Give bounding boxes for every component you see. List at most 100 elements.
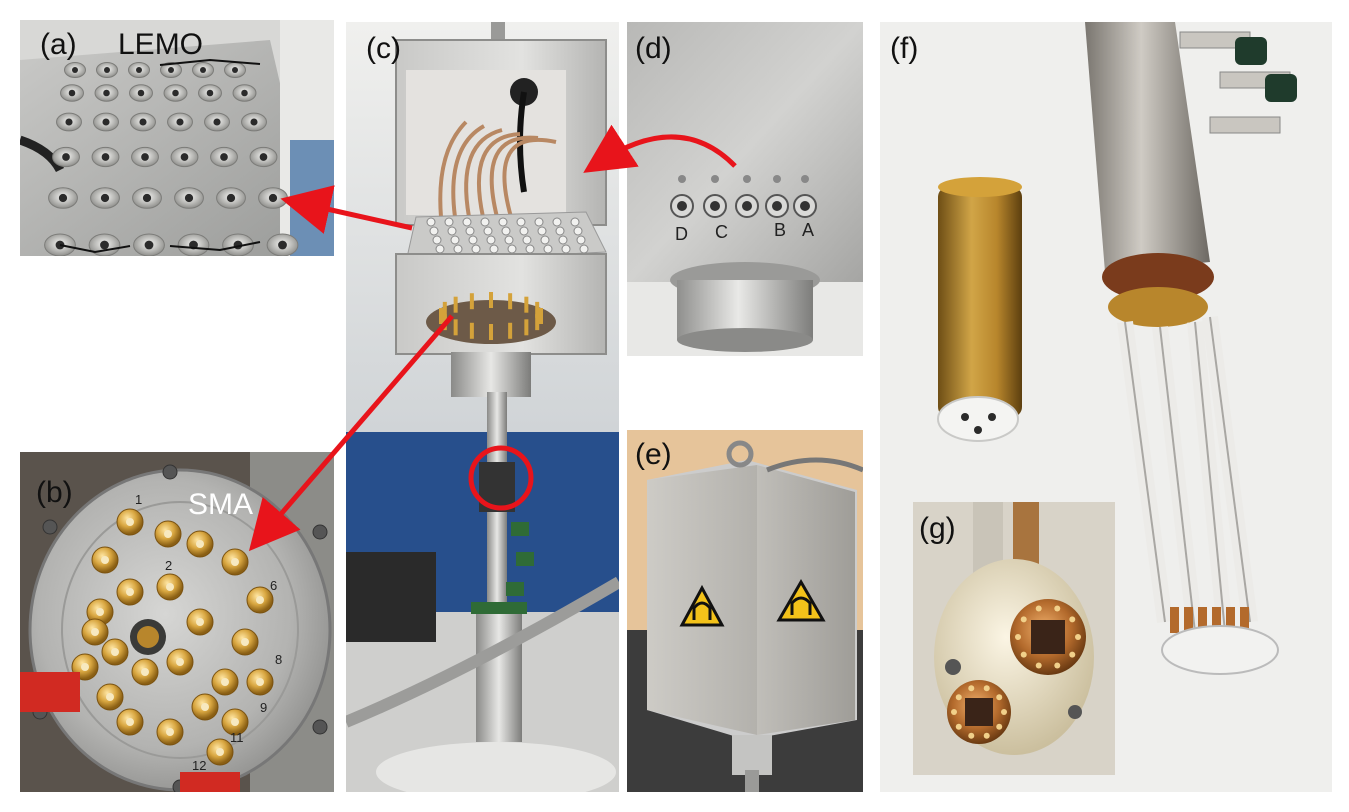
sma-pin: [126, 588, 134, 596]
lemo-pin: [168, 67, 174, 73]
lemo-connector-small: [447, 226, 457, 236]
lemo-connector-small: [435, 244, 445, 254]
sma-connector-small: [535, 301, 540, 318]
holder-pin: [1015, 634, 1021, 640]
holder-pin: [951, 709, 957, 715]
lemo-connector-small: [558, 235, 568, 245]
lemo-connector-small: [429, 226, 439, 236]
gas-line-fitting: [1209, 116, 1281, 134]
lemo-connector-small: [486, 235, 496, 245]
lemo-pin: [220, 153, 228, 161]
shield-box-illustration: [627, 430, 863, 792]
sma-pin: [176, 658, 184, 666]
lemo-connector-small: [498, 217, 508, 227]
lemo-connector-small: [573, 226, 583, 236]
sma-connector-small: [539, 308, 543, 324]
wire-bundle-strand: [1194, 321, 1226, 633]
lemo-connector-small: [570, 217, 580, 227]
coax-cable: [502, 137, 557, 218]
lemo-port-pin: [677, 201, 687, 211]
coax-cable: [464, 128, 503, 218]
holder-pin: [1054, 662, 1061, 669]
highlight-circle: [468, 445, 534, 511]
port-letter-c: C: [715, 222, 728, 242]
valve-knob: [506, 582, 524, 596]
lemo-pin: [65, 118, 73, 126]
sma-pin: [216, 748, 224, 756]
panel-b-sma-photo: 1 2 6 8 9 11 12 (b) SMA: [20, 452, 334, 792]
lemo-plate-illustration: [20, 20, 334, 256]
panel-b-tag: (b): [36, 476, 73, 509]
lemo-pin: [68, 89, 76, 97]
lemo-pin: [100, 240, 109, 250]
panel-c-tag: (c): [366, 32, 401, 65]
ring-number: 2: [165, 558, 172, 573]
ring-number: 1: [135, 492, 142, 507]
insert-assembly-illustration: [346, 22, 619, 792]
sma-pin: [141, 668, 149, 676]
lemo-connector-small: [504, 235, 514, 245]
holder-pin: [955, 723, 962, 730]
sma-pin: [166, 583, 174, 591]
lemo-connector-small: [426, 217, 436, 227]
sma-pin: [96, 608, 104, 616]
lemo-port-pin: [772, 201, 782, 211]
ring-number: 11: [230, 730, 244, 745]
lemo-pin: [200, 67, 206, 73]
panel-e-shield-box-photo: (e): [627, 430, 863, 792]
lemo-connector-small: [483, 226, 493, 236]
flange-screw: [162, 464, 178, 480]
holder-pin: [983, 732, 990, 739]
flange-screw: [312, 524, 328, 540]
lemo-connector-small: [540, 235, 550, 245]
copper-coil: [1240, 607, 1249, 633]
lemo-connector-small: [576, 235, 586, 245]
top-plate-illustration: D C B A: [627, 22, 863, 356]
port-letters: D C B A: [675, 220, 814, 244]
sma-pin: [126, 718, 134, 726]
lemo-connector-small: [543, 244, 553, 254]
lemo-pin: [268, 193, 278, 203]
copper-coil: [1212, 607, 1221, 633]
lemo-pin: [139, 118, 147, 126]
sma-connector-small: [508, 322, 513, 339]
sma-pin: [231, 558, 239, 566]
holder-pin: [1075, 634, 1081, 640]
panel-g-sample-holder-inset: (g): [913, 502, 1115, 775]
panel-a-lemo-photo: (a) LEMO: [20, 20, 334, 256]
sma-connector-small: [469, 293, 474, 310]
holder-pin: [1035, 662, 1042, 669]
port-screw: [711, 175, 719, 183]
sma-connector-small: [489, 324, 493, 340]
lemo-connector-small: [555, 226, 565, 236]
panel-b-caption: SMA: [188, 488, 254, 521]
lemo-pin: [172, 89, 179, 97]
lemo-connector-small: [579, 244, 589, 254]
valve-knob: [1235, 37, 1267, 65]
flange-screw: [312, 719, 328, 735]
lemo-pin: [100, 193, 110, 203]
holder-pin: [968, 685, 975, 692]
sma-connector-small: [439, 308, 443, 324]
sma-connector-small: [489, 292, 493, 308]
ring-number: 6: [270, 578, 277, 593]
lemo-pin: [58, 193, 68, 203]
lemo-connector-small: [462, 217, 472, 227]
lemo-pin: [102, 118, 110, 126]
lemo-connector-small: [516, 217, 526, 227]
lemo-port-pin: [742, 201, 752, 211]
lemo-pin: [213, 118, 221, 126]
lemo-pin: [141, 153, 149, 161]
coax-cable: [438, 120, 468, 218]
valve-knob: [1265, 74, 1297, 102]
sma-pin: [196, 540, 204, 548]
holder-pin: [996, 694, 1003, 701]
sma-pin: [164, 530, 172, 538]
copper-coil: [1226, 607, 1235, 633]
holder-pin: [1001, 709, 1007, 715]
lemo-connector-small: [489, 244, 499, 254]
sma-pin: [91, 628, 99, 636]
holder-pin: [1069, 651, 1076, 658]
sma-connector-small: [524, 319, 529, 336]
lemo-pin: [137, 89, 145, 97]
